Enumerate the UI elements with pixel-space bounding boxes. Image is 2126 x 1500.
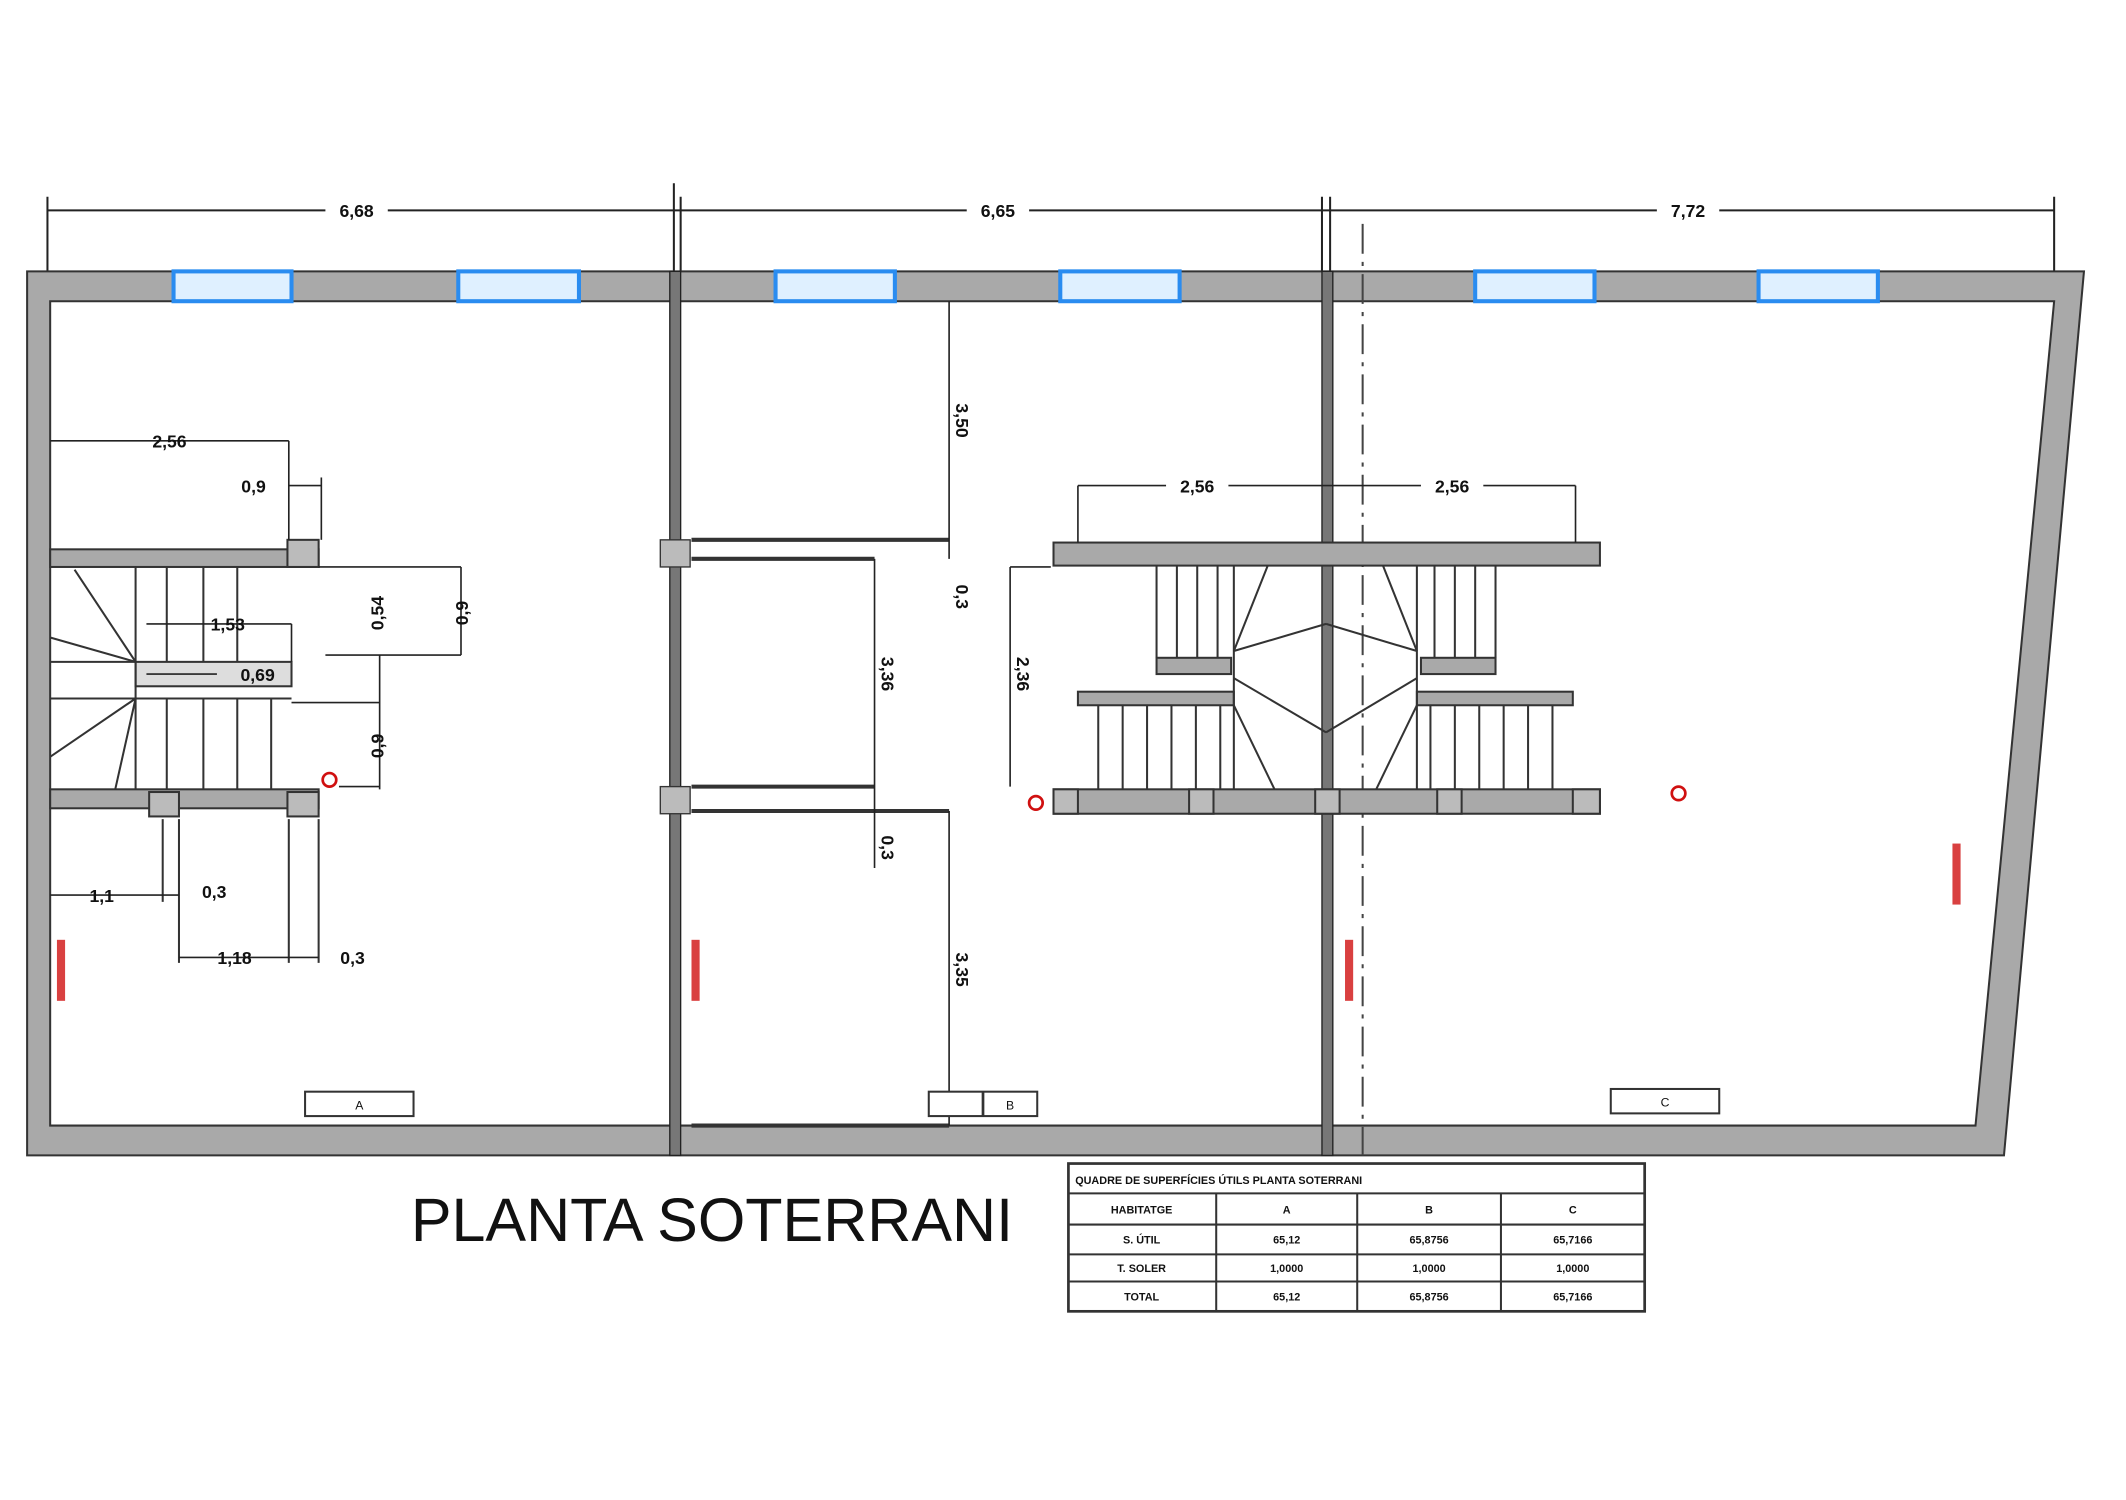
door-label: A (355, 1098, 364, 1112)
table-cell: 1,0000 (1413, 1263, 1446, 1275)
window (171, 269, 294, 304)
dimension-label: 1,1 (89, 886, 114, 906)
dimension-label: 2,56 (1180, 476, 1214, 496)
marker-dot (1027, 794, 1045, 812)
table-cell: TOTAL (1124, 1291, 1159, 1303)
table-cell: T. SOLER (1117, 1263, 1166, 1275)
middle-dimensions (873, 301, 1051, 1126)
dimension-label: 0,3 (877, 835, 897, 860)
dimension-label: 2,56 (152, 432, 186, 452)
dimension-label: 0,3 (202, 882, 227, 902)
dimension-label: 0,69 (240, 665, 274, 685)
dimension-label: 0,9 (368, 733, 388, 758)
table-cell: 65,8756 (1410, 1235, 1449, 1247)
window (1756, 269, 1880, 304)
door (1609, 1087, 1721, 1115)
party-wall (669, 270, 682, 1157)
dimension-label: 0,3 (340, 948, 365, 968)
door-label: C (1661, 1096, 1670, 1110)
window (456, 269, 581, 304)
marker-dot (321, 771, 338, 788)
windows (171, 269, 1880, 304)
dimension-label: 3,36 (877, 657, 897, 691)
window (1058, 269, 1182, 304)
table-cell: 65,8756 (1410, 1291, 1449, 1303)
table-cell: 65,7166 (1553, 1235, 1592, 1247)
table-title: QUADRE DE SUPERFÍCIES ÚTILS PLANTA SOTER… (1075, 1174, 1362, 1187)
table-header: C (1569, 1205, 1577, 1217)
party-wall (1321, 270, 1334, 1157)
dimension-label: 6,65 (981, 201, 1015, 221)
right-dimensions (1077, 484, 1577, 543)
dimension-label: 3,35 (952, 953, 972, 987)
window (773, 269, 897, 304)
dimension-label: 6,68 (339, 201, 373, 221)
table-header: A (1283, 1205, 1291, 1217)
table-header: HABITATGE (1111, 1205, 1173, 1217)
left-dimensions (50, 440, 462, 959)
table-cell: 1,0000 (1556, 1263, 1589, 1275)
window (1473, 269, 1597, 304)
surfaces-table: QUADRE DE SUPERFÍCIES ÚTILS PLANTA SOTER… (1067, 1162, 1647, 1313)
red-tag (1345, 939, 1354, 1001)
door-label: B (1006, 1098, 1014, 1112)
plan-title: PLANTA SOTERRANI (411, 1186, 1013, 1254)
dimension-label: 2,36 (1013, 657, 1033, 691)
table-cell: S. ÚTIL (1123, 1234, 1161, 1247)
exterior-wall (26, 270, 2086, 1157)
overall-dimension-line (46, 183, 2056, 279)
dimension-label: 2,56 (1435, 476, 1469, 496)
marker-dot (1670, 785, 1687, 802)
middle-beams (691, 537, 950, 1128)
table-cell: 65,12 (1273, 1291, 1300, 1303)
table-header: B (1425, 1205, 1433, 1217)
table-cell: 65,12 (1273, 1235, 1300, 1247)
dimension-label: 7,72 (1671, 201, 1705, 221)
dimension-label: 0,3 (952, 585, 972, 610)
dimension-label: 0,9 (241, 476, 266, 496)
red-tag (691, 939, 700, 1001)
dimension-label: 0,54 (368, 596, 388, 630)
door (304, 1090, 415, 1118)
left-stair (49, 538, 320, 963)
dimension-label: 1,53 (211, 615, 245, 635)
central-stair (1052, 541, 1601, 815)
dimension-label: 0,9 (452, 601, 472, 626)
red-tag (56, 939, 66, 1001)
table-cell: 1,0000 (1270, 1263, 1303, 1275)
dimension-label: 3,50 (952, 403, 972, 437)
red-tag (1952, 843, 1961, 905)
table-cell: 65,7166 (1553, 1291, 1592, 1303)
dimension-label: 1,18 (217, 948, 251, 968)
